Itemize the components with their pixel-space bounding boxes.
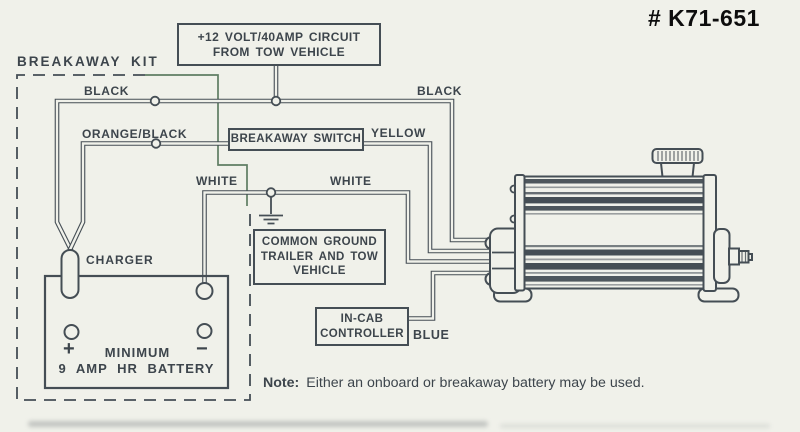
common-ground-line1: COMMON GROUND — [261, 236, 378, 249]
pressure-fitting — [713, 228, 753, 284]
in-cab-line1: IN-CAB — [340, 313, 384, 325]
wire-white — [202, 190, 496, 287]
note-text: Either an onboard or breakaway battery m… — [306, 375, 645, 391]
wire-label-white-left: WHITE — [196, 174, 238, 188]
note-line: Note: Either an onboard or breakaway batt… — [263, 375, 645, 391]
wire-label-blue: BLUE — [413, 328, 450, 342]
reservoir-cap — [651, 148, 704, 178]
battery-rating-label: 9 AMP HR BATTERY — [58, 361, 215, 376]
in-cab-line2: CONTROLLER — [320, 327, 404, 340]
battery-minus-mark: − — [196, 338, 208, 360]
wire-label-black-left: BLACK — [84, 84, 129, 98]
common-ground-line3: VEHICLE — [293, 265, 346, 278]
pump-actuator — [484, 148, 753, 303]
end-plates — [514, 174, 717, 292]
wire-label-white-right: WHITE — [330, 174, 372, 188]
breakaway-switch-box: BREAKAWAY SWITCH — [228, 128, 364, 151]
ring-terminal — [195, 282, 214, 300]
pump-body — [522, 175, 706, 290]
charger-body — [60, 249, 80, 299]
battery-negative-post — [196, 323, 213, 339]
junction-dots — [149, 95, 282, 198]
tow-circuit-line1: +12 VOLT/40AMP CIRCUIT — [197, 29, 361, 44]
wire-blue — [404, 270, 496, 321]
breakaway-kit-label: BREAKAWAY KIT — [17, 54, 159, 69]
tow-circuit-box: +12 VOLT/40AMP CIRCUIT FROM TOW VEHICLE — [177, 23, 381, 66]
common-ground-line2: TRAILER AND TOW — [260, 250, 379, 263]
in-cab-controller-box: IN-CAB CONTROLLER — [315, 307, 409, 346]
scan-smudge-right — [500, 424, 770, 428]
breakaway-switch-label: BREAKAWAY SWITCH — [230, 133, 362, 145]
green-boundary-line — [145, 74, 248, 206]
wire-black — [54, 98, 496, 258]
wire-label-yellow: YELLOW — [371, 126, 426, 140]
charger-label: CHARGER — [86, 253, 154, 267]
part-number: # K71-651 — [648, 5, 760, 31]
battery-box — [43, 274, 230, 390]
tow-circuit-line2: FROM TOW VEHICLE — [212, 44, 346, 59]
wire-label-orange-black: ORANGE/BLACK — [82, 127, 188, 141]
scan-smudge — [28, 421, 488, 427]
note-label: Note: — [263, 375, 300, 391]
wire-yellow — [359, 141, 496, 254]
mounting-feet — [493, 287, 740, 303]
wire-label-black-right: BLACK — [417, 84, 462, 98]
battery-plus-mark: + — [63, 338, 75, 360]
battery-positive-post — [63, 324, 80, 340]
common-ground-box: COMMON GROUND TRAILER AND TOW VEHICLE — [253, 229, 386, 285]
kit-boundary-dashed — [16, 74, 251, 401]
battery-minimum-label: MINIMUM — [104, 345, 171, 360]
pump-connector — [484, 227, 522, 294]
